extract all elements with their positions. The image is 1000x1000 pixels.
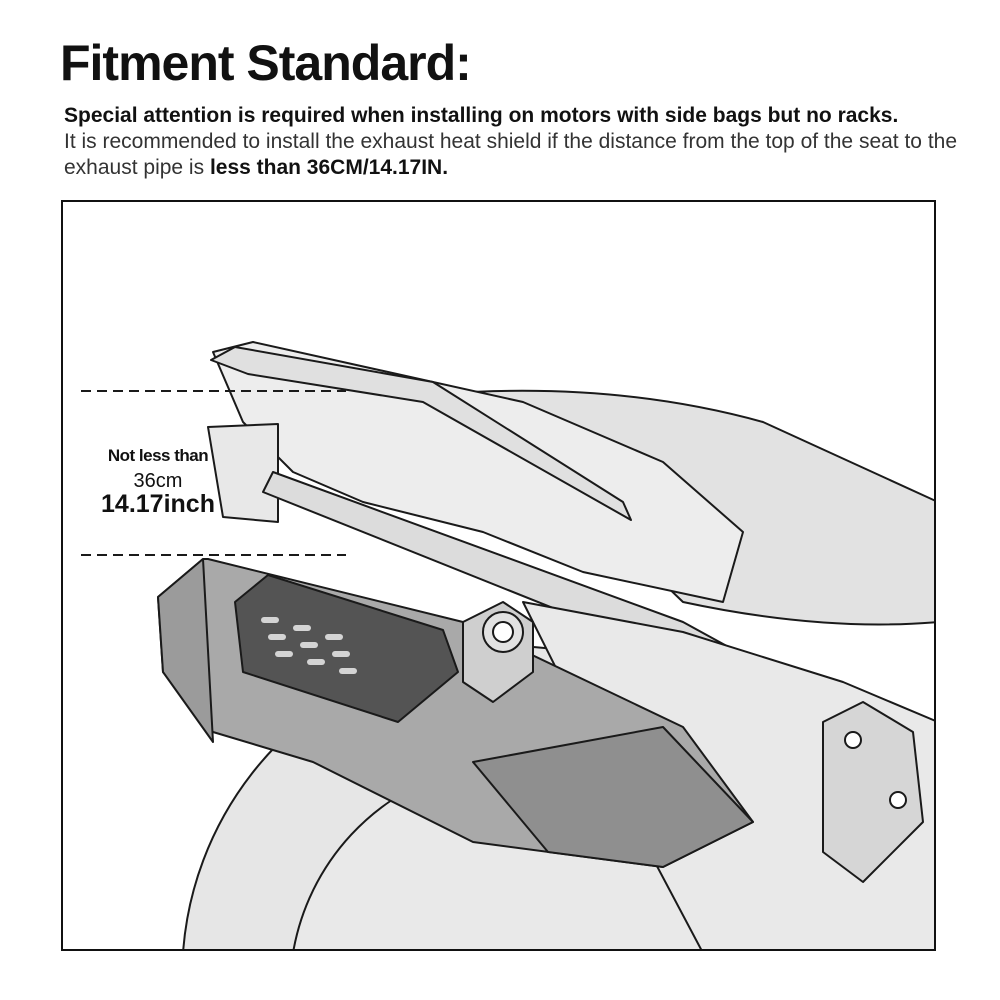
motorcycle-illustration [81,341,934,949]
attention-note: Special attention is required when insta… [64,104,899,127]
recommendation-text: It is recommended to install the exhaust… [64,130,958,179]
dimension-label-not-less: Not less than [107,446,209,465]
page-title: Fitment Standard: [60,35,472,91]
dimension-label-cm: 36cm [133,470,183,492]
dimension-label-inch: 14.17inch [101,490,215,518]
motorcycle-diagram: Not less than 36cm 14.17inch [61,200,936,951]
recommendation-note: It is recommended to install the exhaust… [64,129,964,181]
fitment-notes: Special attention is required when insta… [64,103,964,181]
distance-threshold: less than 36CM/14.17IN. [209,156,449,179]
